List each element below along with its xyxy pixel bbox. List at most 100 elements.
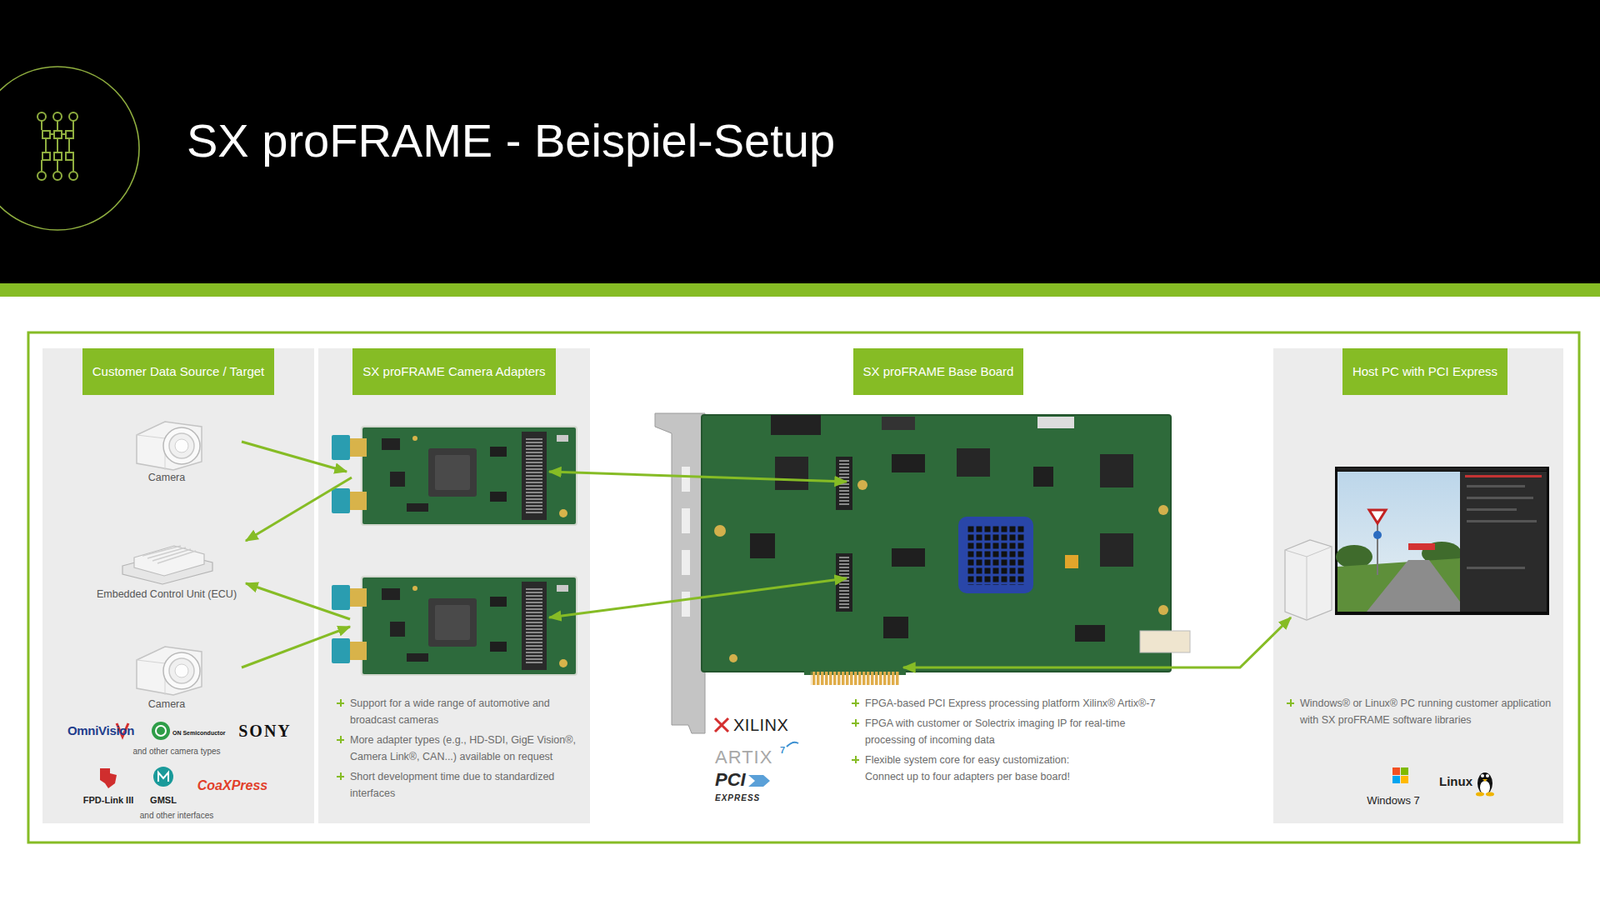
interface-logo: GMSL	[150, 795, 177, 805]
header-icon	[0, 66, 140, 230]
base-board	[775, 456, 809, 490]
os-logos	[1400, 775, 1409, 784]
header-icon	[69, 171, 78, 180]
heading-wrap: SX proFRAME Camera Adapters	[352, 348, 555, 395]
bullet-list: FPGA-based PCI Express processing platfo…	[865, 695, 1190, 789]
outer-frame	[28, 332, 1580, 843]
label-wrap: CoaXPress	[197, 778, 269, 794]
vendor-logo-marks	[100, 768, 117, 789]
hostpc-panel: Host PC with PCI ExpressWindows® or Linu…	[1273, 348, 1564, 824]
os-logos	[1392, 767, 1400, 775]
chip-vendor-marks	[715, 718, 729, 732]
base-board	[810, 671, 900, 685]
baseboard-panel: SX proFRAME Base BoardFPGA-based PCI Exp…	[593, 348, 1270, 824]
os-logo: Linux	[1439, 774, 1473, 789]
node-caption: Camera	[91, 698, 242, 711]
plus-bullet	[336, 699, 345, 707]
base-board	[770, 415, 821, 435]
os-logos	[1485, 774, 1490, 778]
panel-ground	[318, 348, 590, 824]
ecu-icon	[142, 545, 196, 564]
signal-arrow	[245, 583, 350, 620]
signal-arrow	[549, 578, 847, 618]
base-board	[729, 654, 738, 663]
connector-layer	[241, 441, 1291, 668]
host-pc	[1466, 496, 1534, 500]
heading-wrap: Customer Data Source / Target	[82, 348, 275, 395]
header-icon	[42, 152, 50, 160]
plus-bullet	[851, 719, 860, 727]
signal-arrow	[245, 477, 352, 541]
plus-bullet	[336, 735, 345, 744]
label-wrap: Linux	[1439, 774, 1473, 790]
signal-arrow	[903, 617, 1291, 668]
bullet-text: Flexible system core for easy customizat…	[865, 751, 1107, 785]
base-board	[1037, 416, 1075, 429]
base-board	[1158, 505, 1169, 515]
bullet-text: Support for a wide range of automotive a…	[350, 695, 587, 729]
header-icon	[41, 120, 74, 130]
product-logo: 7	[780, 745, 785, 755]
host-pc	[1285, 540, 1332, 620]
base-board	[1075, 625, 1105, 642]
header-icon	[53, 112, 62, 121]
label-wrap: and other interfaces	[140, 806, 214, 822]
header-icon	[50, 133, 66, 135]
os-logos	[1477, 772, 1493, 795]
adapter-panel: SX proFRAME Camera AdaptersSupport for a…	[318, 348, 590, 824]
label-wrap: OmniVision	[67, 723, 135, 739]
host-pc	[1285, 546, 1332, 620]
base-board	[681, 466, 690, 492]
signal-arrow	[241, 441, 347, 472]
host-pc	[1337, 467, 1547, 471]
panel-ground	[42, 348, 315, 824]
camera-node: Camera	[91, 415, 242, 490]
vendor-logo: SONY	[238, 721, 292, 741]
slide-title: SX proFRAME - Beispiel-Setup	[186, 114, 835, 168]
panel-heading: Host PC with PCI Express	[1342, 348, 1508, 395]
host-pc	[1465, 475, 1542, 478]
base-board	[655, 413, 705, 734]
header-icon	[42, 130, 50, 139]
host-pc	[1460, 471, 1547, 612]
base-board	[1100, 533, 1134, 567]
host-pc	[1337, 558, 1460, 612]
os-logos	[1475, 792, 1485, 797]
host-pc	[1366, 560, 1460, 612]
host-pc	[1466, 566, 1525, 570]
note: and other camera types	[132, 746, 220, 756]
os-logos	[1392, 767, 1495, 797]
bullet-list: Windows® or Linux® PC running customer a…	[1300, 695, 1555, 732]
product-logo: ARTIX	[715, 746, 773, 769]
header-icon	[69, 112, 78, 121]
header-icon	[53, 171, 62, 180]
host-pc	[1466, 508, 1517, 511]
vendor-logo-marks	[155, 725, 166, 736]
bullet-list: Support for a wide range of automotive a…	[350, 695, 587, 805]
signal-arrow	[549, 471, 847, 482]
panel-heading: Customer Data Source / Target	[82, 348, 275, 395]
host-pc	[1466, 520, 1537, 523]
ecu-node: Embedded Control Unit (ECU)	[87, 533, 246, 606]
label-wrap: ON Semiconductor	[172, 723, 225, 739]
base-board	[958, 516, 1034, 594]
base-board	[835, 553, 853, 612]
label-wrap: EXPRESS	[715, 789, 760, 805]
label-wrap: PCI	[715, 769, 746, 791]
vendor-logo-marks	[158, 772, 169, 782]
base-board	[701, 415, 1171, 672]
base-board	[1100, 454, 1134, 488]
node-caption: Camera	[91, 471, 242, 485]
label-wrap: FPD-Link III	[83, 791, 135, 807]
host-pc	[1408, 543, 1435, 550]
label-wrap: and other camera types	[132, 742, 220, 758]
vendor-logo-marks	[151, 721, 170, 740]
plus-bullet	[851, 755, 860, 764]
header-icon	[45, 138, 70, 153]
bus-logo: EXPRESS	[715, 793, 760, 803]
base-board	[891, 454, 925, 473]
host-pc	[1369, 510, 1386, 524]
header-icon	[41, 160, 74, 171]
interface-logo: CoaXPress	[197, 778, 269, 794]
